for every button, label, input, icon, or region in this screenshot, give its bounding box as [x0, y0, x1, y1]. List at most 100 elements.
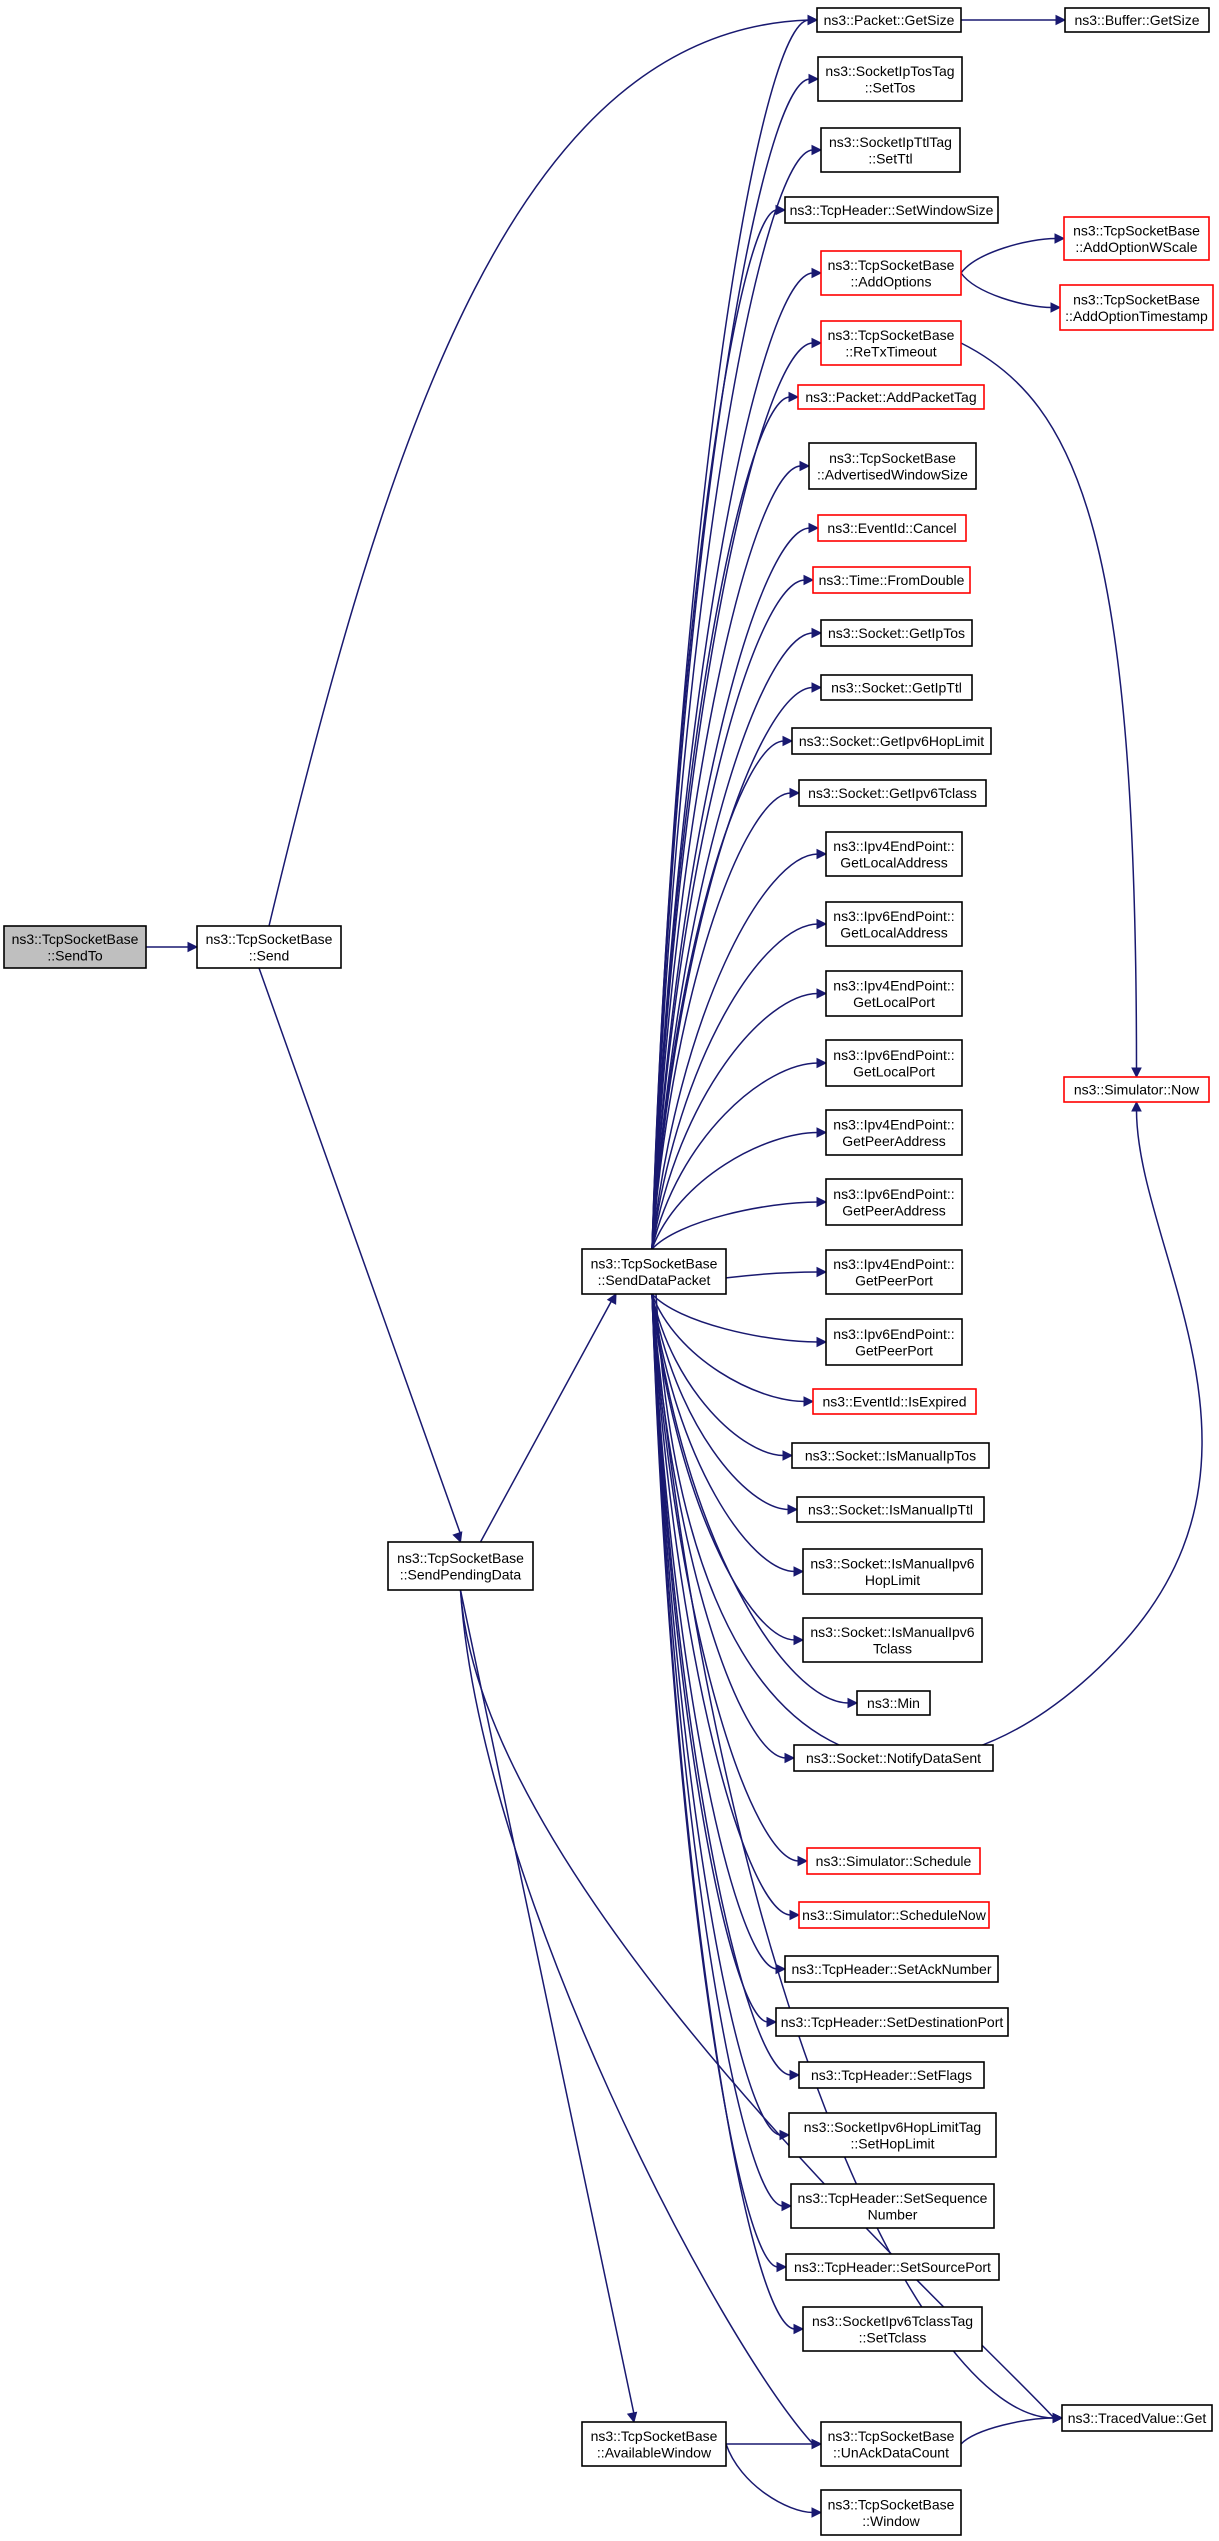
node-label: ns3::Buffer::GetSize — [1074, 12, 1199, 28]
node-layer: ns3::TcpSocketBase::SendTons3::TcpSocket… — [3, 7, 1214, 2536]
node-label: ns3::Ipv6EndPoint:: — [833, 908, 954, 924]
node-sendto[interactable]: ns3::TcpSocketBase::SendTo — [3, 925, 147, 969]
node-label: ns3::Simulator::Now — [1074, 1082, 1200, 1098]
node-v6localport[interactable]: ns3::Ipv6EndPoint::GetLocalPort — [825, 1039, 963, 1087]
node-box — [798, 1901, 990, 1929]
edge-send-to-sendpending — [258, 967, 463, 1544]
node-v4peerport[interactable]: ns3::Ipv4EndPoint::GetPeerPort — [825, 1249, 963, 1295]
node-sethoplimit[interactable]: ns3::SocketIpv6HopLimitTag::SetHopLimit — [788, 2112, 997, 2158]
node-box — [802, 1548, 983, 1595]
edge-senddata-to-manualtos — [651, 1293, 794, 1461]
node-box — [816, 7, 962, 33]
node-tracedget[interactable]: ns3::TracedValue::Get — [1061, 2404, 1213, 2432]
edge-senddata-to-gettclass — [651, 787, 801, 1250]
node-isexpired[interactable]: ns3::EventId::IsExpired — [812, 1388, 977, 1415]
node-box — [820, 619, 973, 647]
edge-senddata-to-getipttl — [651, 682, 823, 1250]
node-setack[interactable]: ns3::TcpHeader::SetAckNumber — [784, 1955, 999, 1983]
node-box — [797, 384, 985, 410]
node-cancel[interactable]: ns3::EventId::Cancel — [817, 514, 967, 542]
node-label: ::SendPendingData — [400, 1566, 522, 1582]
node-label: ns3::TcpSocketBase — [829, 450, 956, 466]
node-settclass[interactable]: ns3::SocketIpv6TclassTag::SetTclass — [802, 2306, 983, 2352]
node-box — [798, 779, 987, 807]
edge-senddata-to-min — [651, 1293, 859, 1709]
node-addpkttag[interactable]: ns3::Packet::AddPacketTag — [797, 384, 985, 410]
node-schedule[interactable]: ns3::Simulator::Schedule — [806, 1847, 981, 1875]
edge-senddata-to-settos — [651, 73, 820, 1250]
node-availwin[interactable]: ns3::TcpSocketBase::AvailableWindow — [581, 2421, 727, 2467]
node-label: GetPeerPort — [855, 1272, 933, 1288]
node-label: ns3::Socket::GetIpTtl — [831, 680, 962, 696]
node-getipttl[interactable]: ns3::Socket::GetIpTtl — [820, 674, 973, 701]
node-box — [796, 1496, 985, 1523]
node-pktgetsize[interactable]: ns3::Packet::GetSize — [816, 7, 962, 33]
node-gettclass[interactable]: ns3::Socket::GetIpv6Tclass — [798, 779, 987, 807]
node-unack[interactable]: ns3::TcpSocketBase::UnAckDataCount — [820, 2421, 962, 2467]
node-box — [790, 2183, 995, 2229]
node-addwscale[interactable]: ns3::TcpSocketBase::AddOptionWScale — [1063, 216, 1210, 261]
node-v4localaddr[interactable]: ns3::Ipv4EndPoint::GetLocalAddress — [825, 831, 963, 877]
node-gethoplimit[interactable]: ns3::Socket::GetIpv6HopLimit — [791, 727, 992, 755]
node-min[interactable]: ns3::Min — [856, 1690, 931, 1716]
node-label: ::AddOptionWScale — [1075, 239, 1197, 255]
node-v4localport[interactable]: ns3::Ipv4EndPoint::GetLocalPort — [825, 970, 963, 1017]
node-box — [1061, 2404, 1213, 2432]
node-label: ns3::Socket::GetIpTos — [828, 625, 965, 641]
node-bufgetsize[interactable]: ns3::Buffer::GetSize — [1064, 7, 1210, 33]
node-box — [825, 1039, 963, 1087]
node-retx[interactable]: ns3::TcpSocketBase::ReTxTimeout — [820, 320, 962, 366]
node-setttl[interactable]: ns3::SocketIpTtlTag::SetTtl — [820, 127, 961, 173]
node-label: ns3::EventId::IsExpired — [823, 1394, 967, 1410]
edge-availwin-to-window — [725, 2443, 823, 2518]
node-box — [784, 196, 999, 224]
node-send[interactable]: ns3::TcpSocketBase::Send — [196, 925, 342, 969]
node-advwin[interactable]: ns3::TcpSocketBase::AdvertisedWindowSize — [808, 442, 977, 490]
node-getiptos[interactable]: ns3::Socket::GetIpTos — [820, 619, 973, 647]
edge-pktgetsize-to-bufgetsize — [961, 14, 1067, 26]
node-notifysent[interactable]: ns3::Socket::NotifyDataSent — [793, 1744, 994, 1772]
node-label: ns3::Ipv4EndPoint:: — [833, 1256, 954, 1272]
node-label: ns3::Time::FromDouble — [819, 572, 965, 588]
node-addoptions[interactable]: ns3::TcpSocketBase::AddOptions — [820, 250, 962, 296]
node-setsrcport[interactable]: ns3::TcpHeader::SetSourcePort — [785, 2253, 1000, 2281]
node-simnow[interactable]: ns3::Simulator::Now — [1063, 1076, 1210, 1103]
node-box — [581, 2421, 727, 2467]
node-fromdouble[interactable]: ns3::Time::FromDouble — [812, 566, 971, 594]
node-box — [791, 1442, 990, 1469]
node-label: ::Window — [862, 2513, 920, 2529]
node-setdstport[interactable]: ns3::TcpHeader::SetDestinationPort — [775, 2007, 1009, 2037]
node-window[interactable]: ns3::TcpSocketBase::Window — [820, 2489, 962, 2536]
node-v6peeraddr[interactable]: ns3::Ipv6EndPoint::GetPeerAddress — [825, 1178, 963, 1226]
node-box — [812, 566, 971, 594]
node-label: ns3::TcpSocketBase — [206, 931, 333, 947]
node-settos[interactable]: ns3::SocketIpTosTag::SetTos — [817, 56, 963, 102]
node-v4peeraddr[interactable]: ns3::Ipv4EndPoint::GetPeerAddress — [825, 1109, 963, 1156]
node-v6localaddr[interactable]: ns3::Ipv6EndPoint::GetLocalAddress — [825, 901, 963, 947]
node-manualtos[interactable]: ns3::Socket::IsManualIpTos — [791, 1442, 990, 1469]
node-label: GetLocalAddress — [840, 924, 947, 940]
edge-senddata-to-v4peeraddr — [651, 1127, 828, 1250]
node-box — [775, 2007, 1009, 2037]
node-setwinsize[interactable]: ns3::TcpHeader::SetWindowSize — [784, 196, 999, 224]
node-schedulenow[interactable]: ns3::Simulator::ScheduleNow — [798, 1901, 990, 1929]
node-sendpending[interactable]: ns3::TcpSocketBase::SendPendingData — [387, 1541, 534, 1591]
edge-senddata-to-schedulenow — [651, 1293, 801, 1921]
edge-senddata-to-getiptos — [651, 627, 823, 1250]
edge-senddata-to-schedule — [651, 1293, 809, 1867]
node-setflags[interactable]: ns3::TcpHeader::SetFlags — [798, 2061, 985, 2089]
node-label: ::SetHopLimit — [850, 2135, 934, 2151]
node-addts[interactable]: ns3::TcpSocketBase::AddOptionTimestamp — [1059, 284, 1214, 331]
node-label: ::Send — [249, 947, 289, 963]
node-label: Tclass — [873, 1640, 912, 1656]
node-label: ns3::Ipv4EndPoint:: — [833, 977, 954, 993]
node-manualttl[interactable]: ns3::Socket::IsManualIpTtl — [796, 1496, 985, 1523]
node-label: ::AdvertisedWindowSize — [817, 466, 968, 482]
node-senddata[interactable]: ns3::TcpSocketBase::SendDataPacket — [581, 1248, 727, 1295]
node-box — [808, 442, 977, 490]
node-v6peerport[interactable]: ns3::Ipv6EndPoint::GetPeerPort — [825, 1318, 963, 1366]
node-label: Number — [868, 2206, 918, 2222]
